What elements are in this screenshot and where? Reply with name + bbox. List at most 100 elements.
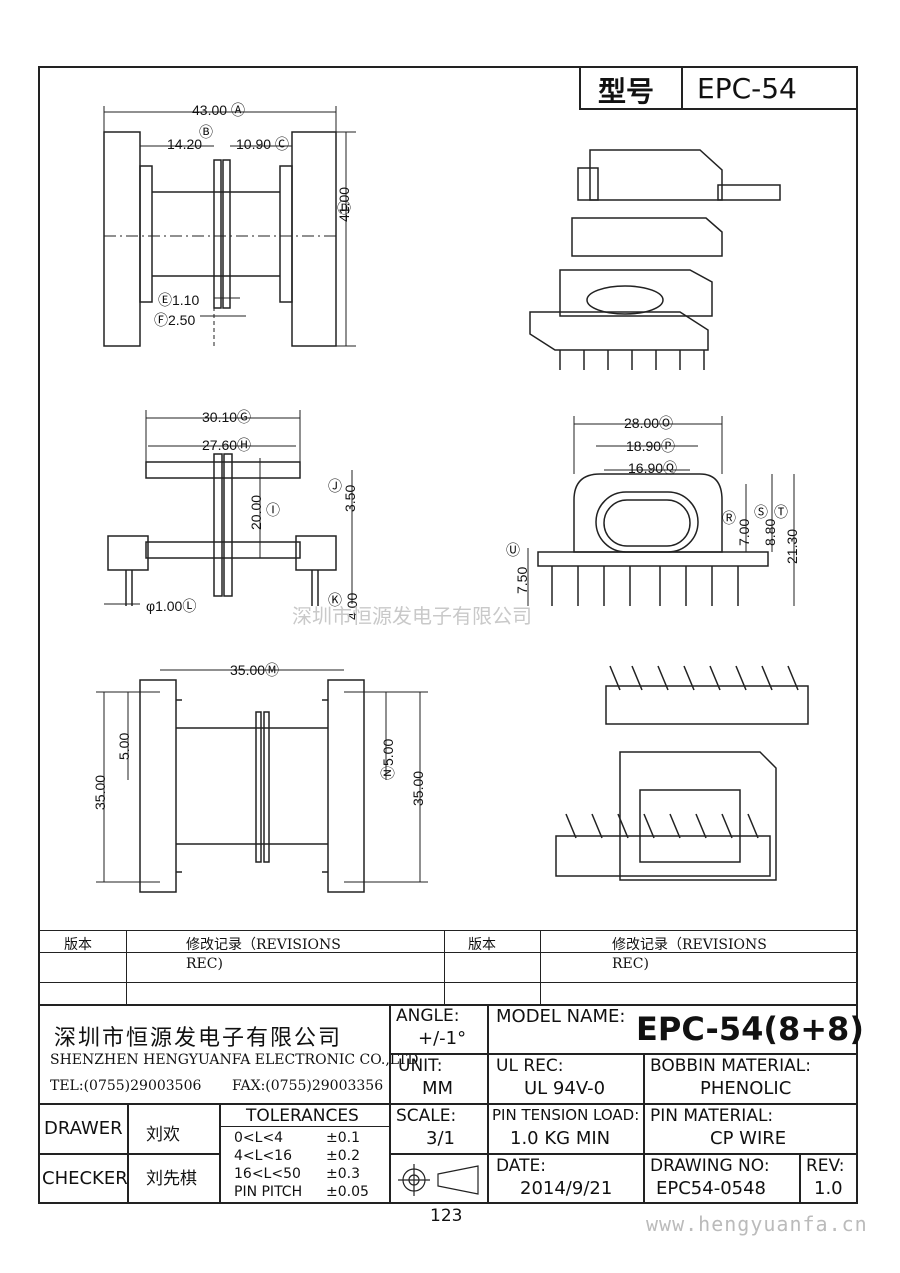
first-angle-projection-icon [398, 1164, 479, 1196]
checker-value-box [128, 1154, 220, 1204]
dim-o-letter: Ⓞ [659, 415, 674, 431]
angle-value: +/-1° [418, 1028, 467, 1049]
bobbin-value: PHENOLIC [700, 1078, 792, 1099]
model-value: EPC-54(8+8) [636, 1010, 864, 1048]
dim-f: Ⓕ2.50 [154, 310, 195, 330]
checker-value: 刘先棋 [146, 1169, 197, 1189]
dim-q-value: 16.90 [628, 460, 664, 476]
angle-label: ANGLE: [396, 1006, 460, 1026]
iso-view-bottom [555, 665, 809, 881]
pin-view-3-dims [96, 669, 428, 883]
dim-i-value: 20.00 [248, 494, 264, 530]
rev-label: REV: [806, 1156, 845, 1176]
rev-value: 1.0 [814, 1178, 843, 1199]
page-number: 123 [430, 1206, 463, 1226]
dim-g: 30.10Ⓖ [202, 407, 251, 427]
dim-height-left: 35.00 [92, 774, 108, 810]
side-view-1 [103, 131, 337, 347]
rev-vline-2 [444, 930, 445, 1006]
pin-tension-box [488, 1104, 644, 1154]
pin-view-3 [139, 679, 365, 893]
rev-vline-1 [126, 930, 127, 1006]
dim-q-letter: Ⓠ [663, 460, 678, 476]
dim-f-letter: Ⓕ [154, 312, 168, 328]
dim-o: 28.00Ⓞ [624, 413, 673, 433]
rev-box [800, 1154, 858, 1204]
dim-h: 27.60Ⓗ [202, 435, 251, 455]
dim-m: 35.00Ⓜ [230, 660, 279, 680]
angle-box [390, 1004, 488, 1054]
ul-label: UL REC: [496, 1056, 564, 1076]
dim-u: 7.50 [514, 566, 530, 594]
type-value-box [681, 66, 858, 110]
dim-a-value: 43.00 [192, 102, 228, 118]
tol-row-1-value: ±0.1 [326, 1130, 360, 1146]
drawer-label-box [38, 1104, 128, 1154]
tol-row-4-range: PIN PITCH [234, 1184, 303, 1200]
tol-row-2-range: 4<L<16 [234, 1148, 292, 1164]
checker-label-box [38, 1154, 128, 1204]
rev-vline-3 [540, 930, 541, 1006]
tolerances-label: TOLERANCES [246, 1106, 359, 1126]
dim-c-letter: Ⓒ [274, 136, 289, 152]
pin-material-label: PIN MATERIAL: [650, 1106, 774, 1126]
dim-e-value: 1.10 [172, 292, 200, 308]
dim-m-value: 35.00 [230, 662, 266, 678]
tol-row-2-value: ±0.2 [326, 1148, 360, 1164]
dim-h-letter: Ⓗ [237, 437, 252, 453]
rev-col-record-1: 修改记录（REVISIONS [186, 937, 341, 953]
dim-o-value: 28.00 [624, 415, 660, 431]
rev-divider-1 [38, 952, 858, 953]
dim-p-value: 18.90 [626, 438, 662, 454]
drawing-no-box [644, 1154, 800, 1204]
pin-material-value: CP WIRE [710, 1128, 787, 1149]
rev-col-version-2: 版本 [468, 937, 496, 953]
dim-n: Ⓝ5.00 [378, 739, 398, 780]
dim-s-letter: Ⓢ [754, 504, 768, 520]
rev-divider-2 [38, 982, 858, 983]
company-tel: TEL:(0755)29003506 [50, 1078, 202, 1094]
drawing-no-value: EPC54-0548 [656, 1178, 767, 1199]
dim-b: 14.20 [167, 136, 203, 152]
drawer-label: DRAWER [44, 1118, 123, 1139]
dim-e: Ⓔ1.10 [158, 290, 199, 310]
scale-box [390, 1104, 488, 1154]
date-label: DATE: [496, 1156, 546, 1176]
company-name-cn: 深圳市恒源发电子有限公司 [54, 1026, 343, 1051]
model-box [488, 1004, 858, 1054]
dim-n-value: 5.00 [380, 738, 396, 766]
tolerances-box [220, 1104, 390, 1204]
scale-label: SCALE: [396, 1106, 457, 1126]
company-name-en: SHENZHEN HENGYUANFA ELECTRONIC CO.,LTD [50, 1052, 419, 1068]
dim-m-letter: Ⓜ [265, 662, 280, 678]
dim-r: 7.00 [736, 518, 752, 546]
dim-h-value: 27.60 [202, 437, 238, 453]
dim-height-right: 35.00 [410, 770, 426, 806]
website-watermark: www.hengyuanfa.cn [646, 1212, 868, 1236]
dim-i-letter: Ⓘ [266, 502, 280, 518]
watermark-text: 深圳市恒源发电子有限公司 [292, 604, 532, 628]
dim-p: 18.90Ⓟ [626, 436, 675, 456]
dim-c-value: 10.90 [236, 136, 272, 152]
dim-a: 43.00 Ⓐ [192, 100, 245, 120]
dim-u-letter: Ⓤ [506, 542, 520, 558]
pin-material-box [644, 1104, 858, 1154]
dim-n-letter: Ⓝ [380, 766, 396, 780]
bobbin-box [644, 1054, 858, 1104]
tol-row-1-range: 0<L<4 [234, 1130, 284, 1146]
dim-r-letter: Ⓡ [722, 510, 736, 526]
iso-view-top [529, 149, 781, 370]
rev-col-version-1: 版本 [64, 937, 92, 953]
front-view-2-dims [104, 410, 353, 605]
end-view-5-dims [527, 416, 795, 606]
drawing-no-label: DRAWING NO: [650, 1156, 770, 1176]
date-box [488, 1154, 644, 1204]
date-value: 2014/9/21 [520, 1178, 613, 1199]
technical-drawing [96, 106, 809, 893]
dim-c: 10.90 Ⓒ [236, 134, 289, 154]
dim-t-letter: Ⓣ [774, 504, 788, 520]
end-view-5 [537, 473, 769, 606]
projection-box [390, 1154, 488, 1204]
dim-l-value: φ1.00 [146, 598, 183, 614]
dim-t: 21.30 [784, 528, 800, 564]
